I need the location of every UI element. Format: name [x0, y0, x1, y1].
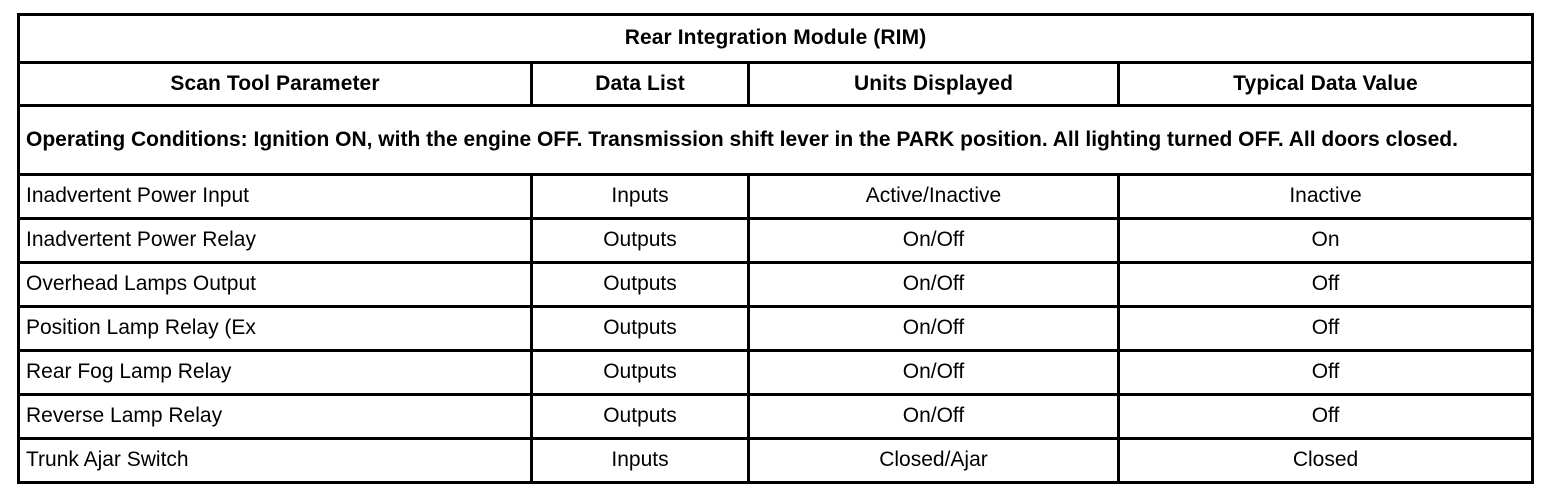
- cell-units-displayed: Active/Inactive: [747, 173, 1120, 220]
- operating-conditions-text: Operating Conditions: Ignition ON, with …: [16, 104, 1535, 176]
- cell-data-list: Inputs: [530, 173, 750, 220]
- scan-tool-parameter-table: Rear Integration Module (RIM) Scan Tool …: [16, 13, 1535, 484]
- cell-parameter: Rear Fog Lamp Relay: [17, 349, 533, 396]
- cell-typical-data-value: Off: [1116, 349, 1535, 396]
- table-body: Rear Integration Module (RIM) Scan Tool …: [16, 13, 1535, 484]
- column-header-units-displayed: Units Displayed: [747, 61, 1120, 107]
- cell-parameter: Reverse Lamp Relay: [17, 393, 533, 440]
- cell-typical-data-value: On: [1116, 217, 1535, 264]
- cell-units-displayed: On/Off: [747, 217, 1120, 264]
- cell-data-list: Outputs: [530, 393, 750, 440]
- cell-parameter: Inadvertent Power Relay: [17, 217, 533, 264]
- table-title: Rear Integration Module (RIM): [16, 13, 1535, 64]
- cell-typical-data-value: Off: [1116, 305, 1535, 352]
- table-row: Inadvertent Power Relay Outputs On/Off O…: [17, 217, 1535, 264]
- table-row: Rear Fog Lamp Relay Outputs On/Off Off: [17, 349, 1535, 396]
- cell-typical-data-value: Off: [1116, 393, 1535, 440]
- column-header-data-list: Data List: [530, 61, 750, 107]
- operating-conditions-row: Operating Conditions: Ignition ON, with …: [16, 104, 1535, 176]
- cell-units-displayed: On/Off: [747, 261, 1120, 308]
- cell-parameter: Inadvertent Power Input: [17, 173, 533, 220]
- cell-data-list: Outputs: [530, 217, 750, 264]
- cell-data-list: Outputs: [530, 305, 750, 352]
- cell-parameter: Overhead Lamps Output: [17, 261, 533, 308]
- table-row: Inadvertent Power Input Inputs Active/In…: [17, 173, 1535, 220]
- table-row: Overhead Lamps Output Outputs On/Off Off: [17, 261, 1535, 308]
- cell-typical-data-value: Inactive: [1116, 173, 1535, 220]
- cell-data-list: Outputs: [530, 261, 750, 308]
- table-row: Reverse Lamp Relay Outputs On/Off Off: [17, 393, 1535, 440]
- column-header-scan-tool-parameter: Scan Tool Parameter: [17, 61, 533, 107]
- table-row: Position Lamp Relay (Ex Outputs On/Off O…: [17, 305, 1535, 352]
- cell-units-displayed: On/Off: [747, 349, 1120, 396]
- column-header-typical-data-value: Typical Data Value: [1116, 61, 1535, 107]
- table-header-row: Scan Tool Parameter Data List Units Disp…: [17, 61, 1535, 107]
- table-title-row: Rear Integration Module (RIM): [16, 13, 1535, 64]
- cell-data-list: Outputs: [530, 349, 750, 396]
- cell-typical-data-value: Off: [1116, 261, 1535, 308]
- cell-parameter: Position Lamp Relay (Ex: [17, 305, 533, 352]
- cell-units-displayed: On/Off: [747, 305, 1120, 352]
- cell-units-displayed: On/Off: [747, 393, 1120, 440]
